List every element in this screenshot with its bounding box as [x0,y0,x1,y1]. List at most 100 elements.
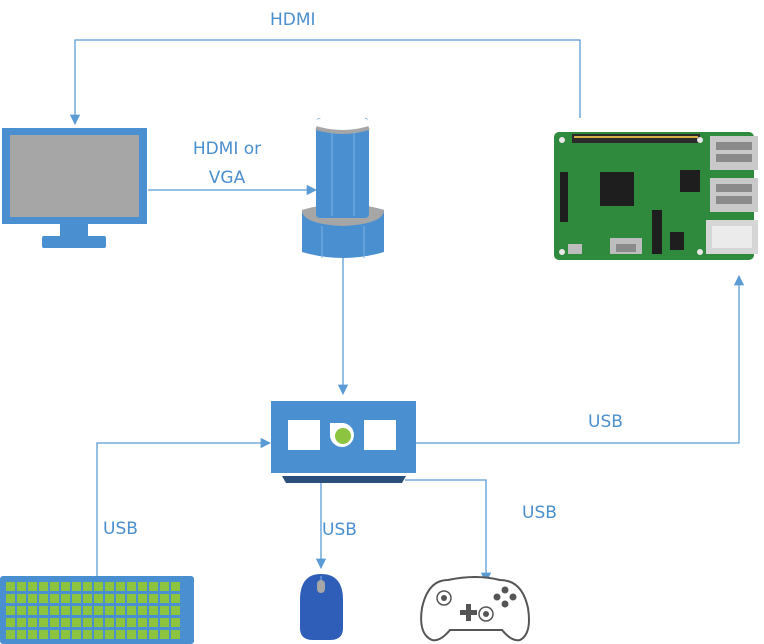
connectors [69,39,745,584]
keyboard-key [50,618,59,627]
usb-mouse-label: USB [322,520,357,540]
keyboard-key [6,582,15,591]
monitor-icon [2,128,147,248]
keyboard-key [72,582,81,591]
keyboard-key [61,594,70,603]
keyboard-key [149,618,158,627]
keyboard-key [50,582,59,591]
keyboard-key [17,618,26,627]
keyboard-key [138,618,147,627]
keyboard-key [149,630,158,639]
hub-to-pi-connector [416,274,745,444]
keyboard-key [160,618,169,627]
keyboard-key [28,582,37,591]
keyboard-key [138,630,147,639]
keyboard-key [39,630,48,639]
keyboard-key [6,606,15,615]
keyboard-key [6,594,15,603]
usb-hub-icon [271,401,416,483]
keyboard-key [105,630,114,639]
keyboard-key [105,606,114,615]
keyboard-key [50,630,59,639]
keyboard-to-hub-connector [96,437,272,576]
usb-gamepad-label: USB [522,503,557,523]
keyboard-key [116,618,125,627]
keyboard-key [127,594,136,603]
mouse-icon [300,574,343,640]
keyboard-key [94,606,103,615]
keyboard-key [160,594,169,603]
keyboard-key [105,594,114,603]
keyboard-key [17,582,26,591]
keyboard-key [83,594,92,603]
keyboard-icon [0,576,194,644]
keyboard-key [39,618,48,627]
keyboard-key [50,606,59,615]
keyboard-key [171,630,180,639]
hdmi-top-label: HDMI [270,10,316,30]
hub-to-gamepad-connector [405,479,492,584]
keyboard-key [94,630,103,639]
hdmi-pi-to-monitor-connector [69,39,581,126]
keyboard-key [72,606,81,615]
keyboard-key [39,582,48,591]
keyboard-key [72,618,81,627]
keyboard-key [28,618,37,627]
keyboard-key [149,606,158,615]
keyboard-key [116,582,125,591]
keyboard-key [17,594,26,603]
keyboard-key [83,630,92,639]
usb-pi-label: USB [588,412,623,432]
keyboard-key [83,582,92,591]
usb-keyboard-label: USB [103,519,138,539]
keyboard-key [94,618,103,627]
keyboard-key [61,630,70,639]
keyboard-key [127,630,136,639]
keyboard-key [17,606,26,615]
keyboard-key [50,594,59,603]
keyboard-key [72,630,81,639]
keyboard-key [39,594,48,603]
keyboard-key [127,606,136,615]
keyboard-key [28,594,37,603]
keyboard-key [127,582,136,591]
keyboard-key [28,630,37,639]
keyboard-key [160,606,169,615]
keyboard-key [105,582,114,591]
monitor-link-label-line2: VGA [208,168,246,188]
keyboard-key [72,594,81,603]
keyboard-key [116,594,125,603]
keyboard-key [149,582,158,591]
keyboard-key [61,618,70,627]
projector-icon [302,114,384,258]
keyboard-key [94,594,103,603]
keyboard-key [171,594,180,603]
keyboard-key [138,606,147,615]
keyboard-key [116,630,125,639]
keyboard-key [171,582,180,591]
keyboard-key [105,618,114,627]
keyboard-key [6,618,15,627]
keyboard-key [17,630,26,639]
keyboard-key [116,606,125,615]
keyboard-key [94,582,103,591]
monitor-link-label-line1: HDMI or [192,139,262,159]
keyboard-key [149,594,158,603]
keyboard-key [39,606,48,615]
keyboard-key [28,606,37,615]
keyboard-key [160,630,169,639]
keyboard-key [138,594,147,603]
keyboard-key [138,582,147,591]
keyboard-key [61,606,70,615]
raspberry-pi-board-icon [554,132,758,260]
keyboard-key [83,618,92,627]
keyboard-key [171,606,180,615]
keyboard-key [127,618,136,627]
keyboard-key [6,630,15,639]
gamepad-icon [420,576,530,642]
keyboard-key [83,606,92,615]
keyboard-key [61,582,70,591]
keyboard-key [160,582,169,591]
keyboard-key [171,618,180,627]
